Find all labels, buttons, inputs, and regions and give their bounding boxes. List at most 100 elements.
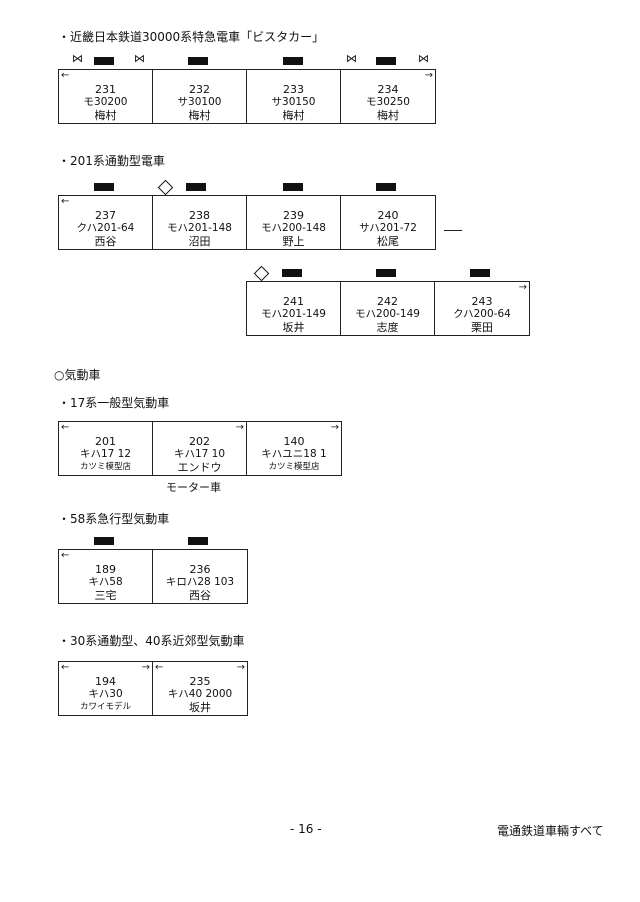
car-189: ← 189 キハ58 三宅 <box>58 549 153 604</box>
direction-arrow-icon: ← <box>155 662 164 673</box>
car-owner: カワイモデル <box>79 702 131 712</box>
train-kintetsu: ⋈ ⋈ ⋈ ⋈ ← 231 モ30200 梅村 232 サ30100 梅村 23… <box>58 53 436 124</box>
car-243: → 243 クハ200-64 栗田 <box>434 281 530 336</box>
car-233: 233 サ30150 梅村 <box>246 69 341 124</box>
car-owner: 坂井 <box>282 321 305 334</box>
direction-arrow-icon: → <box>330 422 339 433</box>
car-type: キハ17 10 <box>173 448 226 460</box>
heading-201-series: ・201系通勤型電車 <box>58 154 165 168</box>
car-type: クハ201-64 <box>76 222 135 234</box>
car-type: モハ200-149 <box>355 308 420 320</box>
car-type: サ30100 <box>177 96 222 108</box>
car-owner: 志度 <box>376 321 399 334</box>
pantograph-icon <box>376 57 396 65</box>
pantograph-icon <box>186 183 206 191</box>
car-number: 234 <box>377 83 399 96</box>
pantograph-icon <box>94 537 114 545</box>
document-title: 電通鉄道車輛すべて <box>497 824 604 838</box>
direction-arrow-icon: ← <box>61 422 70 433</box>
car-237: ← 237 クハ201-64 西谷 <box>58 195 153 250</box>
pantograph-icon <box>188 537 208 545</box>
car-type: クハ200-64 <box>453 308 511 320</box>
car-241: 241 モハ201-149 坂井 <box>246 281 341 336</box>
car-239: 239 モハ200-148 野上 <box>246 195 341 250</box>
pantograph-icon: ⋈ <box>134 52 145 65</box>
car-number: 202 <box>189 435 210 448</box>
car-owner: 梅村 <box>282 109 305 122</box>
pantograph-icon <box>94 183 114 191</box>
heading-30-40-series: ・30系通勤型、40系近郊型気動車 <box>58 634 245 648</box>
pantograph-icon <box>282 269 302 277</box>
car-type: キハ58 <box>88 576 123 588</box>
car-type: モハ201-148 <box>167 222 232 234</box>
car-234: → 234 モ30250 梅村 <box>340 69 436 124</box>
pantograph-icon <box>470 269 490 277</box>
car-owner: 三宅 <box>94 589 117 602</box>
car-number: 242 <box>377 295 398 308</box>
car-owner: 梅村 <box>377 109 399 122</box>
car-number: 233 <box>283 83 304 96</box>
pantograph-icon <box>188 57 208 65</box>
pantograph-icon <box>94 57 114 65</box>
car-owner: 坂井 <box>189 701 211 714</box>
heading-diesel: ○気動車 <box>54 368 101 382</box>
car-owner: 梅村 <box>94 109 117 122</box>
page-number: - 16 - <box>290 822 322 836</box>
car-number: 194 <box>95 675 116 688</box>
car-number: 232 <box>189 83 210 96</box>
pantograph-icon <box>376 183 396 191</box>
car-number: 201 <box>95 435 116 448</box>
car-owner: 西谷 <box>94 235 117 248</box>
diamond-icon <box>157 179 174 196</box>
car-235: ← → 235 キハ40 2000 坂井 <box>152 661 248 716</box>
car-number: 236 <box>189 563 211 576</box>
car-type: サハ201-72 <box>359 222 417 234</box>
car-type: サ30150 <box>271 96 316 108</box>
car-type: モ30200 <box>83 96 128 108</box>
car-type: キハ17 12 <box>79 448 132 460</box>
train-30-40-series: ← → 194 キハ30 カワイモデル ← → 235 キハ40 2000 坂井 <box>58 661 248 716</box>
car-type: キハ40 2000 <box>167 688 233 700</box>
direction-arrow-icon: ← <box>61 550 70 561</box>
car-number: 241 <box>283 295 304 308</box>
direction-arrow-icon: → <box>518 282 527 293</box>
car-owner: カツミ模型店 <box>79 462 131 472</box>
car-242: 242 モハ200-149 志度 <box>340 281 435 336</box>
direction-arrow-icon: → <box>141 662 150 673</box>
car-owner: 野上 <box>282 235 305 248</box>
car-231: ← 231 モ30200 梅村 <box>58 69 153 124</box>
car-140: → 140 キハユニ18 1 カツミ模型店 <box>246 421 342 476</box>
diamond-icon <box>253 265 270 282</box>
car-232: 232 サ30100 梅村 <box>152 69 247 124</box>
pantograph-icon <box>283 57 303 65</box>
pantograph-icon: ⋈ <box>72 52 83 65</box>
direction-arrow-icon: ← <box>61 196 70 207</box>
direction-arrow-icon: ← <box>61 662 70 673</box>
train-201-row1: ← 237 クハ201-64 西谷 238 モハ201-148 沼田 239 モ… <box>58 179 436 250</box>
pantograph-icon <box>283 183 303 191</box>
car-owner: 松尾 <box>377 235 399 248</box>
direction-arrow-icon: → <box>235 422 244 433</box>
car-202: → 202 キハ17 10 エンドウ <box>152 421 247 476</box>
train-17-series: ← 201 キハ17 12 カツミ模型店 → 202 キハ17 10 エンドウ … <box>58 421 342 476</box>
car-238: 238 モハ201-148 沼田 <box>152 195 247 250</box>
car-owner: カツミ模型店 <box>268 462 320 472</box>
car-type: キロハ28 103 <box>165 576 235 588</box>
heading-17-series: ・17系一般型気動車 <box>58 396 170 410</box>
car-number: 189 <box>95 563 116 576</box>
heading-58-series: ・58系急行型気動車 <box>58 512 170 526</box>
car-type: モ30250 <box>366 96 410 108</box>
direction-arrow-icon: ← <box>61 70 70 81</box>
car-201: ← 201 キハ17 12 カツミ模型店 <box>58 421 153 476</box>
car-owner: 西谷 <box>189 589 211 602</box>
pantograph-icon <box>376 269 396 277</box>
heading-kintetsu-30000: ・近畿日本鉄道30000系特急電車「ビスタカー」 <box>58 30 325 44</box>
car-194: ← → 194 キハ30 カワイモデル <box>58 661 153 716</box>
car-236: 236 キロハ28 103 西谷 <box>152 549 248 604</box>
car-number: 239 <box>283 209 304 222</box>
continuation-dash <box>444 230 462 231</box>
car-number: 231 <box>95 83 116 96</box>
car-owner: 栗田 <box>471 321 493 334</box>
pantograph-icon: ⋈ <box>346 52 357 65</box>
car-owner: エンドウ <box>177 461 222 474</box>
